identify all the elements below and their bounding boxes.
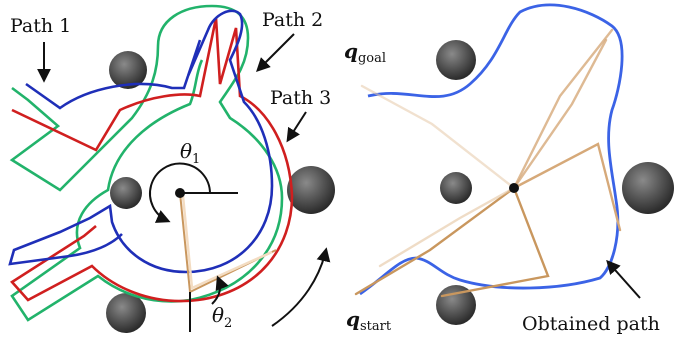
- robot-link-left: [179, 192, 277, 294]
- obstacle-top-left: [109, 51, 147, 89]
- obstacle-bottom-left: [106, 293, 146, 333]
- path-2-label: Path 2: [262, 9, 323, 31]
- configuration-links: [354, 28, 622, 298]
- theta2-arc: [211, 275, 229, 305]
- path-1-label: Path 1: [10, 15, 71, 37]
- obstacle-mid-left: [110, 177, 142, 209]
- obtained-path-label: Obtained path: [522, 313, 660, 335]
- path-2-pointer: [256, 33, 295, 72]
- obstacle-right: [622, 162, 674, 214]
- obstacle-goal: [436, 40, 476, 80]
- q-goal-label: qgoal: [344, 39, 386, 66]
- theta1-arc: [149, 162, 211, 223]
- path-3-label: Path 3: [270, 87, 331, 109]
- left-panel: Path 1 Path 2 Path 3 θ1 θ2: [8, 4, 335, 333]
- robot-link-left-highlight: [181, 195, 273, 290]
- q-start-label: qstart: [346, 307, 392, 334]
- base-joint-right: [509, 183, 519, 193]
- obstacle-center: [440, 172, 472, 204]
- obtained-path-curve: [359, 3, 624, 296]
- motion-arrow: [271, 247, 331, 327]
- theta2-label: θ2: [212, 303, 232, 331]
- obstacle-right: [287, 166, 335, 214]
- theta1-label: θ1: [180, 139, 200, 167]
- path-1-curve: [8, 9, 274, 274]
- path-3-curve: [9, 4, 284, 322]
- obtained-path-pointer: [606, 259, 641, 299]
- base-joint: [175, 188, 185, 198]
- right-panel: qgoal qstart Obtained path: [344, 3, 674, 335]
- path-2-curve: [10, 17, 294, 303]
- path-3-pointer: [286, 111, 307, 143]
